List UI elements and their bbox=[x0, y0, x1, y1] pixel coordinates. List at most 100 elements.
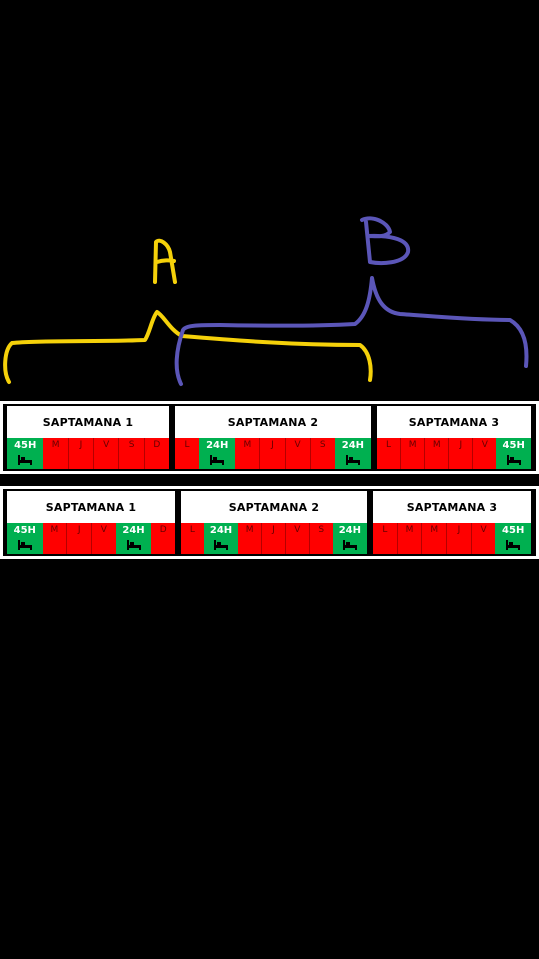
day-label: 24H bbox=[341, 440, 365, 451]
label-b: B bbox=[385, 241, 386, 243]
bed-icon bbox=[17, 455, 33, 468]
day-label: M bbox=[432, 440, 441, 450]
work-day-cell: M bbox=[235, 438, 260, 469]
work-day-cell: J bbox=[67, 438, 94, 469]
week-title: SAPTAMANA 1 bbox=[7, 406, 169, 438]
work-day-cell: V bbox=[93, 438, 119, 469]
rest-day-cell: 24H bbox=[334, 438, 371, 469]
day-label: M bbox=[430, 525, 439, 535]
work-day-cell: J bbox=[259, 438, 285, 469]
rest-day-cell: 24H bbox=[332, 523, 367, 554]
rest-day-cell: 45H bbox=[496, 438, 531, 469]
day-label: V bbox=[294, 525, 301, 535]
day-label: V bbox=[100, 525, 107, 535]
work-day-cell: M bbox=[238, 523, 262, 554]
work-day-cell: L bbox=[373, 523, 397, 554]
bed-icon bbox=[209, 455, 225, 468]
rest-day-cell: 24H bbox=[203, 523, 239, 554]
work-day-cell: M bbox=[396, 523, 422, 554]
day-label: L bbox=[386, 440, 392, 450]
bed-icon bbox=[342, 540, 358, 553]
day-label: J bbox=[77, 525, 81, 535]
day-label: J bbox=[271, 440, 274, 450]
day-label: S bbox=[319, 440, 326, 450]
bed-icon bbox=[213, 540, 229, 553]
day-label: 24H bbox=[209, 525, 233, 536]
day-label: D bbox=[159, 525, 167, 535]
day-label: V bbox=[103, 440, 110, 450]
work-day-cell: D bbox=[151, 523, 176, 554]
work-day-cell: M bbox=[42, 523, 67, 554]
day-label: 45H bbox=[502, 525, 525, 536]
bracket-b bbox=[174, 276, 529, 386]
day-label: D bbox=[153, 440, 161, 450]
work-day-cell: S bbox=[118, 438, 144, 469]
work-day-cell: V bbox=[284, 438, 310, 469]
label-b-glyph bbox=[360, 216, 411, 265]
day-label: 24H bbox=[206, 440, 229, 451]
week-title: SAPTAMANA 2 bbox=[175, 406, 371, 438]
bracket-a bbox=[3, 310, 373, 384]
work-day-cell: S bbox=[308, 523, 333, 554]
work-day-cell: L bbox=[175, 438, 200, 469]
work-day-cell: V bbox=[284, 523, 309, 554]
day-label: 45H bbox=[13, 525, 36, 536]
work-day-cell: M bbox=[400, 438, 425, 469]
work-day-cell: S bbox=[309, 438, 335, 469]
work-day-cell: V bbox=[91, 523, 116, 554]
rest-day-cell: 45H bbox=[7, 438, 44, 469]
work-day-cell: L bbox=[377, 438, 401, 469]
day-label: M bbox=[51, 440, 60, 450]
bed-icon bbox=[126, 540, 142, 553]
work-day-cell: J bbox=[448, 438, 473, 469]
rest-day-cell: 24H bbox=[115, 523, 152, 554]
work-day-cell: L bbox=[181, 523, 204, 554]
day-label: S bbox=[318, 525, 325, 535]
week-title: SAPTAMANA 3 bbox=[373, 491, 531, 523]
day-label: J bbox=[79, 440, 83, 450]
bed-icon bbox=[345, 455, 361, 468]
day-label: M bbox=[408, 440, 417, 450]
day-label: J bbox=[272, 525, 275, 535]
day-label: M bbox=[245, 525, 254, 535]
annotation-overlay: A B bbox=[3, 216, 529, 386]
work-day-cell: M bbox=[421, 523, 447, 554]
day-row: L 24H M J V S 24H bbox=[181, 523, 367, 554]
bed-icon bbox=[506, 455, 522, 468]
week-title: SAPTAMANA 3 bbox=[377, 406, 531, 438]
label-a-glyph bbox=[153, 238, 177, 284]
bed-icon bbox=[505, 540, 521, 553]
day-label: 45H bbox=[502, 440, 525, 451]
rest-day-cell: 45H bbox=[7, 523, 43, 554]
bed-icon bbox=[17, 540, 33, 553]
work-day-cell: V bbox=[472, 438, 497, 469]
work-day-cell: J bbox=[66, 523, 92, 554]
work-day-cell: V bbox=[470, 523, 496, 554]
day-label: 45H bbox=[14, 440, 37, 451]
day-label: M bbox=[405, 525, 414, 535]
day-label: 24H bbox=[122, 525, 145, 536]
work-day-cell: M bbox=[43, 438, 68, 469]
week-title: SAPTAMANA 2 bbox=[181, 491, 367, 523]
week-title: SAPTAMANA 1 bbox=[7, 491, 175, 523]
day-label: V bbox=[481, 440, 488, 450]
day-label: 24H bbox=[338, 525, 361, 536]
rest-day-cell: 24H bbox=[199, 438, 236, 469]
day-label: L bbox=[382, 525, 388, 535]
day-label: J bbox=[457, 525, 461, 535]
rest-day-cell: 45H bbox=[495, 523, 531, 554]
